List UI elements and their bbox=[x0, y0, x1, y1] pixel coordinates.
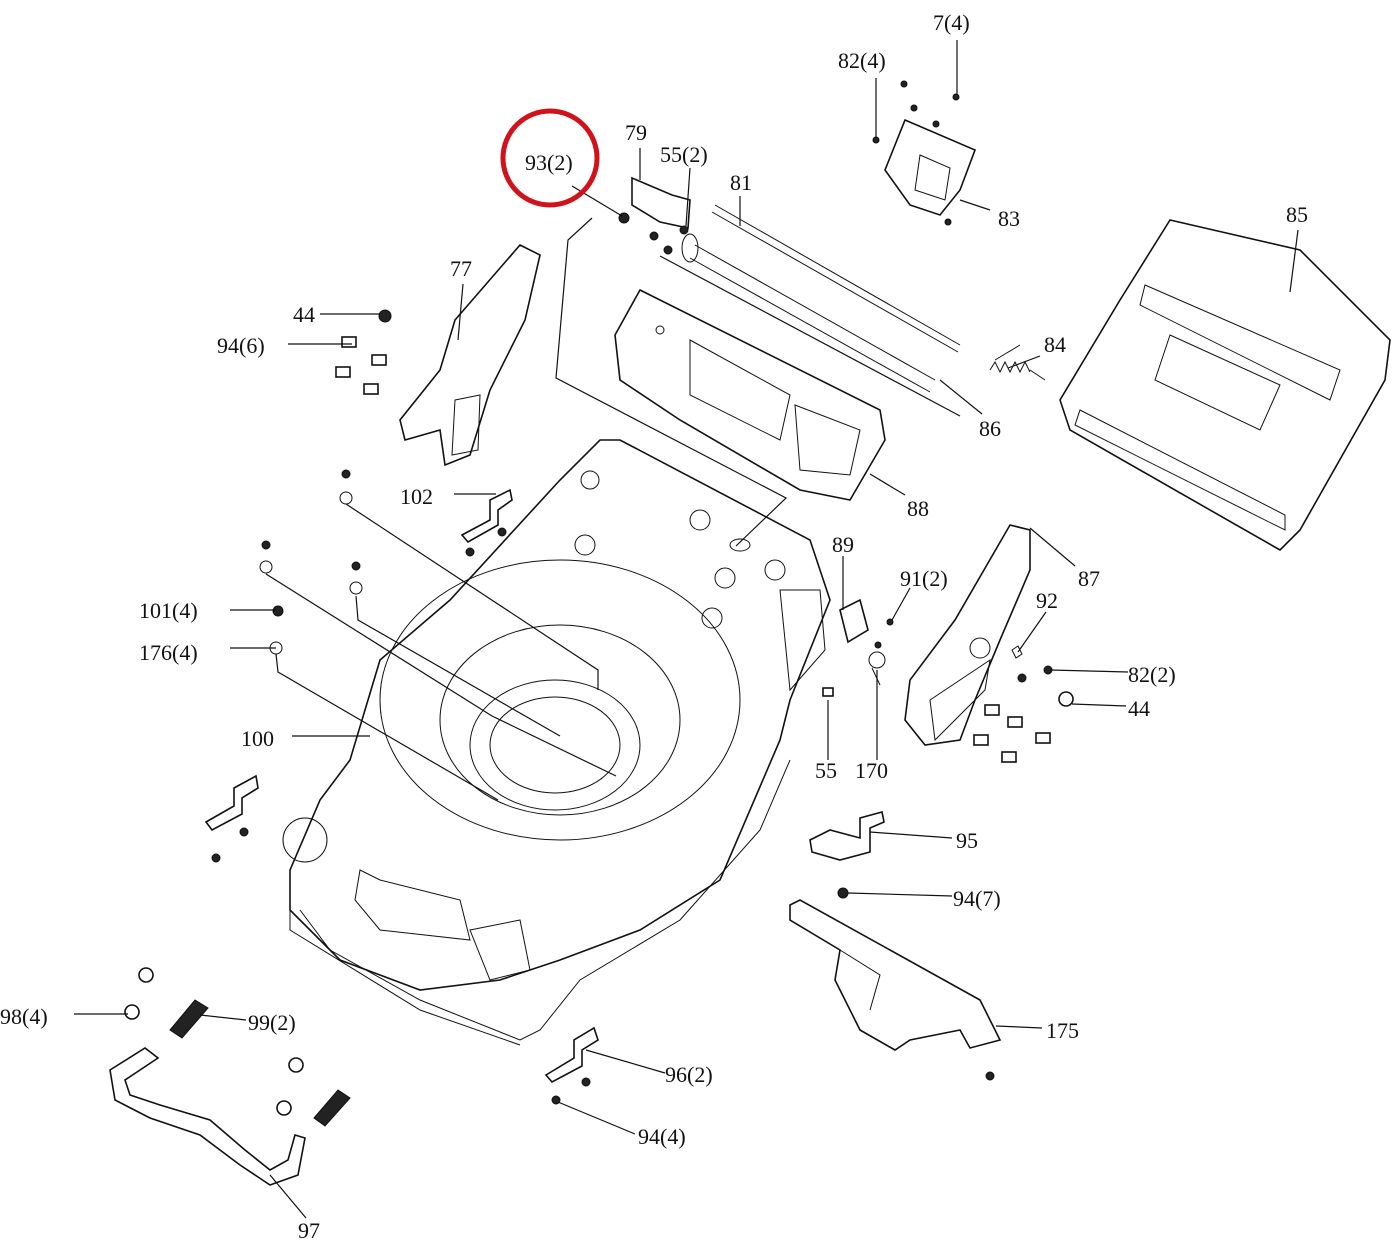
callout-175: 175 bbox=[1046, 1018, 1079, 1043]
spring-part-84 bbox=[989, 344, 1046, 381]
bracket-part-83 bbox=[872, 80, 977, 226]
callout-44-left: 44 bbox=[293, 302, 315, 327]
rear-flap-part-85 bbox=[1059, 219, 1391, 551]
front-bracket-left bbox=[204, 774, 259, 863]
handle-part-97 bbox=[109, 1047, 306, 1186]
height-adjuster-part-77 bbox=[335, 244, 541, 467]
rear-hinge-part-88 bbox=[614, 288, 886, 501]
washers-part-101-176 bbox=[259, 540, 363, 655]
callout-100: 100 bbox=[241, 726, 274, 751]
callout-55-top: 55(2) bbox=[660, 142, 708, 167]
bolt-part-55 bbox=[822, 687, 834, 697]
callout-87: 87 bbox=[1078, 566, 1100, 591]
callout-77: 77 bbox=[450, 256, 472, 281]
callout-82-top: 82(4) bbox=[838, 48, 886, 73]
callout-93: 93(2) bbox=[525, 150, 573, 175]
rod-part-86 bbox=[689, 244, 936, 393]
callout-91: 91(2) bbox=[900, 566, 948, 591]
callout-55-bottom: 55 bbox=[815, 758, 837, 783]
callout-101: 101(4) bbox=[139, 598, 198, 623]
callout-89: 89 bbox=[832, 532, 854, 557]
callout-86: 86 bbox=[979, 416, 1001, 441]
callout-83: 83 bbox=[998, 206, 1020, 231]
bracket-part-175 bbox=[789, 899, 1002, 1081]
bracket-part-79 bbox=[618, 176, 699, 263]
leader-lines bbox=[74, 40, 1299, 1219]
callout-85: 85 bbox=[1286, 202, 1308, 227]
callout-44-right: 44 bbox=[1128, 696, 1150, 721]
mower-deck-part-100 bbox=[282, 439, 831, 1046]
bracket-part-102 bbox=[339, 469, 513, 557]
callout-84: 84 bbox=[1044, 332, 1066, 357]
switch-part-89 bbox=[839, 598, 869, 644]
callout-94-six: 94(6) bbox=[217, 333, 265, 358]
highlight-circle bbox=[500, 108, 600, 208]
callout-176: 176(4) bbox=[139, 640, 198, 665]
callout-82-right: 82(2) bbox=[1128, 662, 1176, 687]
callout-88: 88 bbox=[907, 496, 929, 521]
callout-labels: 7(4) 82(4) 93(2) 79 55(2) 81 83 85 77 44… bbox=[0, 10, 1308, 1243]
callout-97: 97 bbox=[298, 1218, 320, 1243]
bracket-part-96 bbox=[544, 1026, 599, 1105]
callout-94-four: 94(4) bbox=[638, 1124, 686, 1149]
callout-99: 99(2) bbox=[248, 1010, 296, 1035]
bolts-part-98 bbox=[124, 967, 304, 1116]
callout-96: 96(2) bbox=[665, 1062, 713, 1087]
grips-part-99 bbox=[169, 999, 351, 1127]
callout-7: 7(4) bbox=[933, 10, 970, 35]
rod-part-81 bbox=[711, 204, 961, 353]
height-adjuster-part-87 bbox=[904, 524, 1074, 763]
callout-102: 102 bbox=[400, 484, 433, 509]
callout-79: 79 bbox=[625, 120, 647, 145]
bracket-part-95 bbox=[809, 811, 885, 899]
screw-part-91 bbox=[874, 618, 894, 649]
spring-clip-part-92 bbox=[1011, 645, 1023, 659]
callout-98: 98(4) bbox=[0, 1004, 48, 1029]
callout-94-seven: 94(7) bbox=[953, 886, 1001, 911]
callout-92: 92 bbox=[1036, 588, 1058, 613]
callout-170: 170 bbox=[855, 758, 888, 783]
torsion-spring-part-170 bbox=[868, 651, 886, 686]
callout-81: 81 bbox=[730, 170, 752, 195]
callout-95: 95 bbox=[956, 828, 978, 853]
